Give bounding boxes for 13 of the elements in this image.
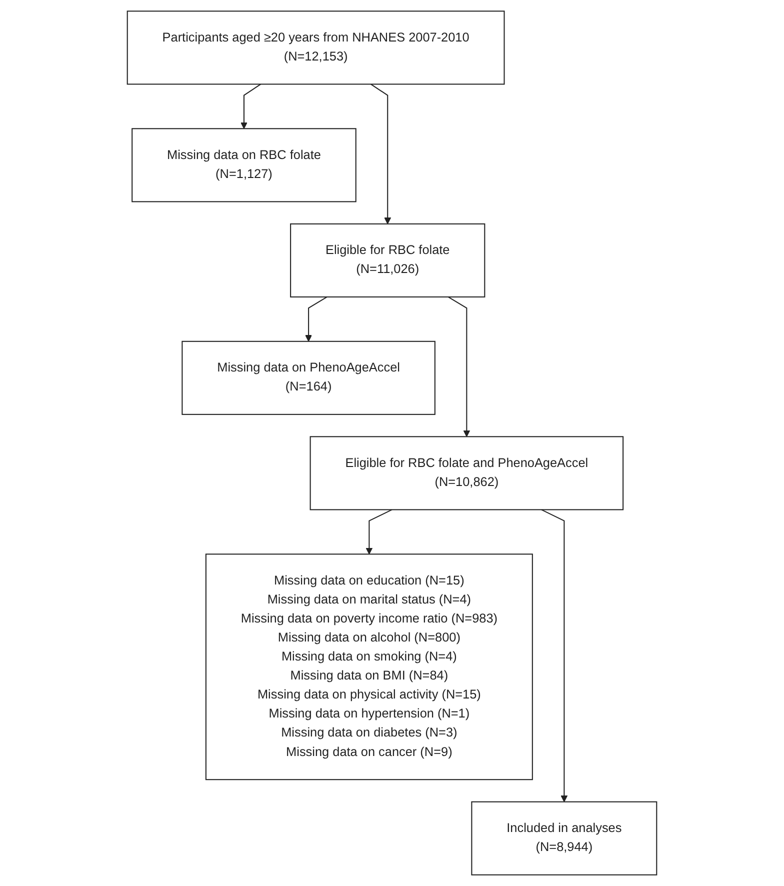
- node-box: Participants aged ≥20 years from NHANES 2007-2010 (N=12,153): [126, 10, 505, 85]
- node-box: Included in analyses (N=8,944): [471, 801, 658, 876]
- arrow: [366, 509, 392, 554]
- node-box: Missing data on PhenoAgeAccel (N=164): [182, 340, 436, 415]
- node-box: Eligible for RBC folate (N=11,026): [290, 223, 486, 298]
- node-box: Missing data on RBC folate (N=1,127): [132, 128, 356, 202]
- node-box: Missing data on education (N=15) Missing data on marital status (N=4) Missing data on poverty income ratio (N=983) Missing data on alcohol (N=800) Missing data on smoking (N=4) Missing data on BMI (N=84) Missing data on physical activity (N=15) Missing data on hypertension (N=1) Missing data on diabetes (N=3) Missing data on cancer (N=9): [205, 554, 533, 780]
- node-box: Eligible for RBC folate and PhenoAgeAccel (N=10,862): [310, 436, 624, 510]
- arrow: [305, 296, 328, 342]
- arrow: [448, 296, 470, 437]
- arrow: [240, 84, 262, 129]
- arrow: [541, 509, 568, 802]
- arrow: [370, 84, 392, 224]
